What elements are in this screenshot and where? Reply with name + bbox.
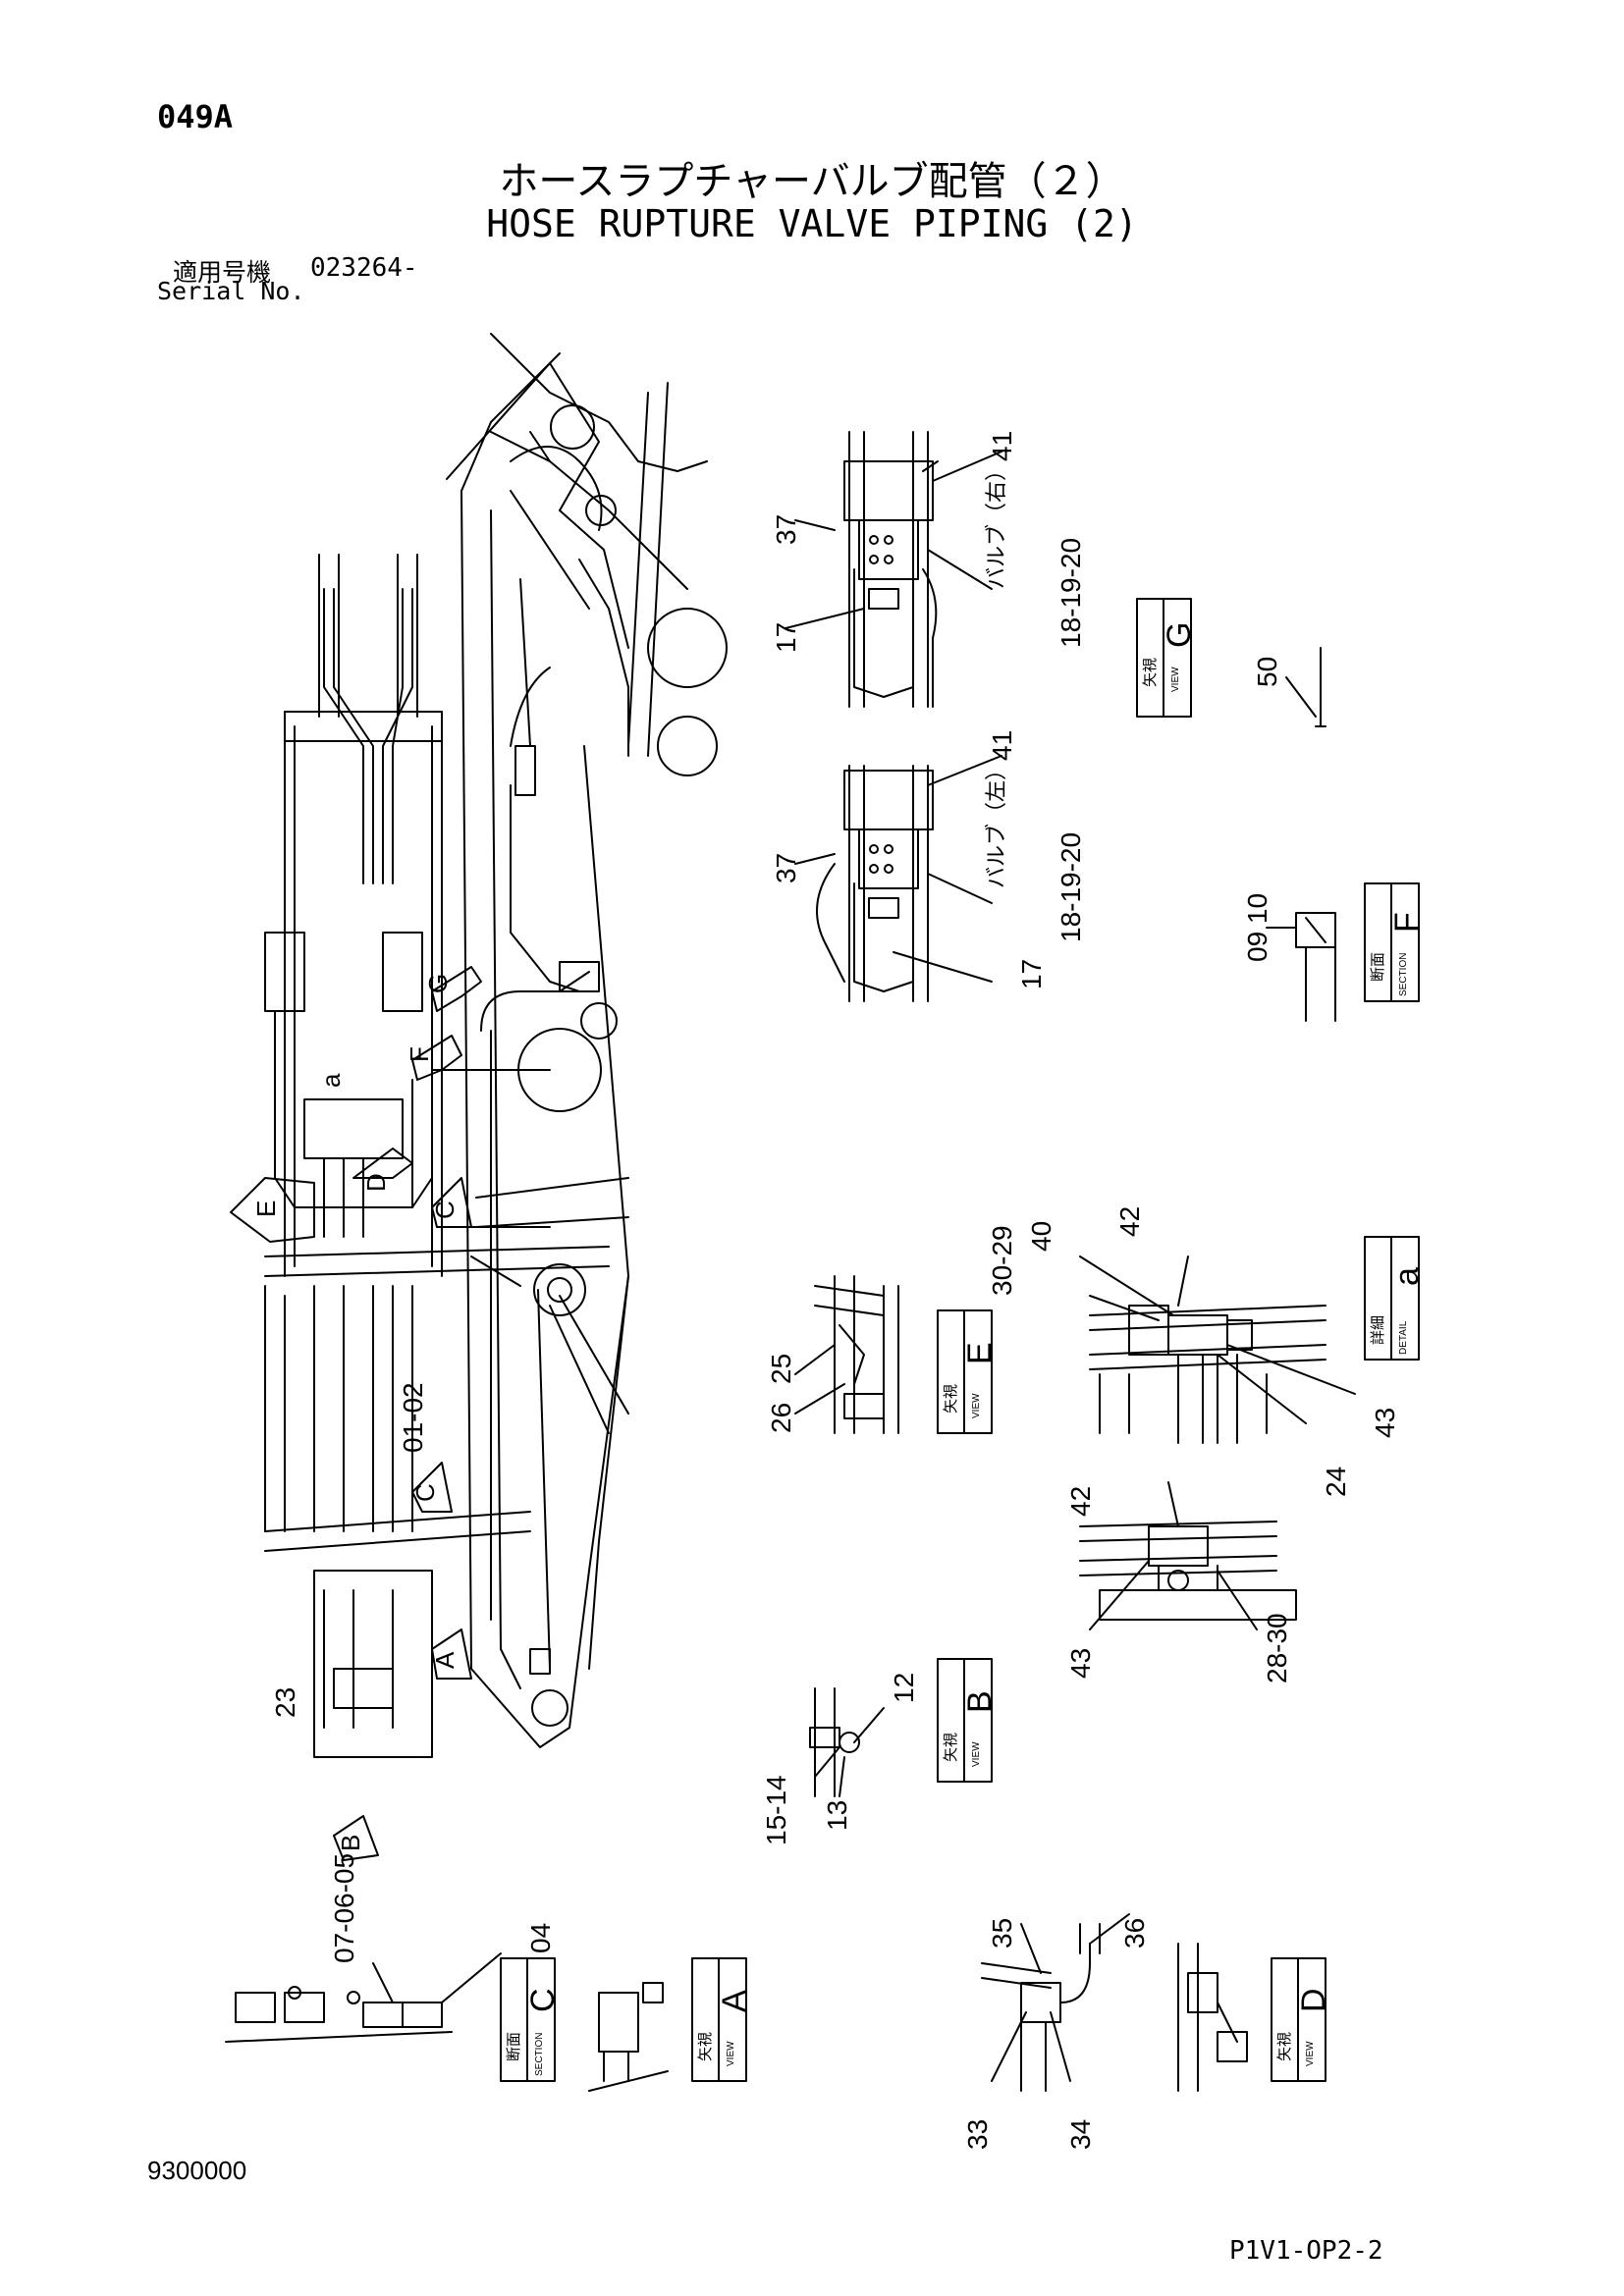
view-d-drawing	[1177, 1943, 1248, 2092]
section-c-en: SECTION	[534, 2033, 545, 2076]
view-d-kanji: 矢視	[1275, 2032, 1293, 2061]
page-code: 049A	[157, 98, 234, 135]
view-d-en: VIEW	[1305, 2041, 1316, 2066]
detail-a-kanji: 詳細	[1369, 1315, 1386, 1345]
label-23: 23	[270, 1687, 300, 1718]
view-f-en: SECTION	[1398, 953, 1409, 996]
view-e-letter: E	[961, 1342, 999, 1364]
view-e-drawing	[794, 1275, 899, 1434]
label-50: 50	[1252, 657, 1282, 687]
detail-a-drawing	[1079, 1255, 1356, 1444]
arrow-e-label: E	[251, 1201, 281, 1217]
view-a-en: VIEW	[726, 2041, 736, 2066]
label-18-19-20-right: 18-19-20	[1056, 538, 1086, 648]
label-36: 36	[1119, 1918, 1150, 1949]
detail-a-marker: a	[316, 1073, 346, 1088]
label-40: 40	[1026, 1221, 1056, 1252]
label-24: 24	[1321, 1467, 1351, 1497]
label-33: 33	[962, 2119, 993, 2150]
label-09-10: 09 10	[1242, 893, 1272, 962]
arrow-c-lower-label: C	[410, 1483, 440, 1502]
label-13: 13	[822, 1800, 852, 1831]
label-07-06-05: 07-06-05	[329, 1853, 359, 1963]
view-e-kanji: 矢視	[942, 1384, 959, 1414]
label-18-19-20-left: 18-19-20	[1056, 832, 1086, 942]
view-d-letter: D	[1295, 1988, 1332, 2012]
label-41-left: 41	[987, 730, 1017, 761]
label-17-left: 17	[1016, 959, 1047, 989]
view-a-drawing	[588, 1982, 669, 2092]
label-28-30: 28-30	[1262, 1613, 1292, 1683]
title-japanese: ホースラプチャーバルブ配管（２）	[499, 159, 1125, 204]
arm-cylinder-drawing	[264, 554, 610, 1758]
title-english: HOSE RUPTURE VALVE PIPING (2)	[486, 202, 1138, 245]
view-a-letter: A	[716, 1990, 753, 2012]
arrow-c-upper-label: C	[430, 1201, 460, 1219]
view-f-letter: F	[1388, 912, 1426, 933]
view-a-kanji: 矢視	[696, 2032, 714, 2061]
label-37-right: 37	[771, 514, 801, 545]
view-e-en: VIEW	[971, 1393, 982, 1418]
section-c-drawing	[225, 1952, 502, 2043]
valve-right-note: バルブ（右）	[985, 459, 1009, 589]
label-42-lower: 42	[1065, 1486, 1096, 1517]
label-35: 35	[987, 1918, 1017, 1949]
view-b-drawing	[809, 1687, 885, 1797]
view-g-en: VIEW	[1170, 667, 1181, 692]
view-b-kanji: 矢視	[942, 1733, 959, 1762]
serial-label-english: Serial No.	[157, 277, 305, 305]
drawing-code: P1V1-OP2-2	[1229, 2236, 1383, 2266]
serial-number: 023264-	[310, 253, 418, 283]
section-c-kanji: 断面	[505, 2032, 522, 2061]
view-g-drawing	[785, 431, 1002, 708]
detail-a-en: DETAIL	[1398, 1320, 1409, 1355]
label-25: 25	[766, 1354, 796, 1384]
view-g-letter: G	[1161, 622, 1198, 648]
view-g-kanji: 矢視	[1141, 658, 1159, 687]
label-41-right: 41	[987, 431, 1017, 461]
label-15-14: 15-14	[761, 1775, 791, 1845]
label-26: 26	[766, 1403, 796, 1433]
arrow-f-label: F	[405, 1046, 434, 1062]
arrow-g-label: G	[423, 974, 453, 993]
boom-and-arm-drawing	[446, 333, 728, 1748]
valve-left-note: バルブ（左）	[985, 759, 1009, 888]
view-valve-left-drawing	[794, 755, 1002, 1002]
label-43-upper: 43	[1370, 1408, 1400, 1438]
view-arrows	[230, 966, 551, 1861]
label-01-02: 01-02	[398, 1382, 428, 1453]
part-50-drawing	[1285, 647, 1326, 727]
view-box-frames	[500, 598, 1420, 2082]
label-30-29: 30-29	[987, 1225, 1017, 1296]
serial-label-japanese: 適用号機	[173, 258, 272, 287]
label-17-right: 17	[771, 622, 801, 653]
view-b-letter: B	[961, 1690, 999, 1713]
label-42-upper: 42	[1114, 1206, 1145, 1237]
section-c-letter: C	[524, 1988, 562, 2012]
label-37-left: 37	[771, 853, 801, 883]
view-hose-fitting-drawing	[981, 1913, 1130, 2092]
detail-lower-drawing	[1079, 1481, 1297, 1630]
footer-left-code: 9300000	[147, 2156, 247, 2185]
arrow-a-label: A	[430, 1651, 460, 1669]
label-04: 04	[525, 1923, 556, 1953]
view-b-en: VIEW	[971, 1741, 982, 1767]
label-34: 34	[1065, 2119, 1096, 2150]
view-f-kanji: 断面	[1369, 952, 1386, 982]
label-43-lower: 43	[1065, 1648, 1096, 1679]
arrow-b-label: B	[336, 1835, 365, 1851]
label-12: 12	[889, 1673, 919, 1703]
arrow-d-label: D	[361, 1173, 391, 1192]
section-f-drawing	[1266, 912, 1336, 1022]
detail-a-letter: a	[1388, 1267, 1426, 1286]
